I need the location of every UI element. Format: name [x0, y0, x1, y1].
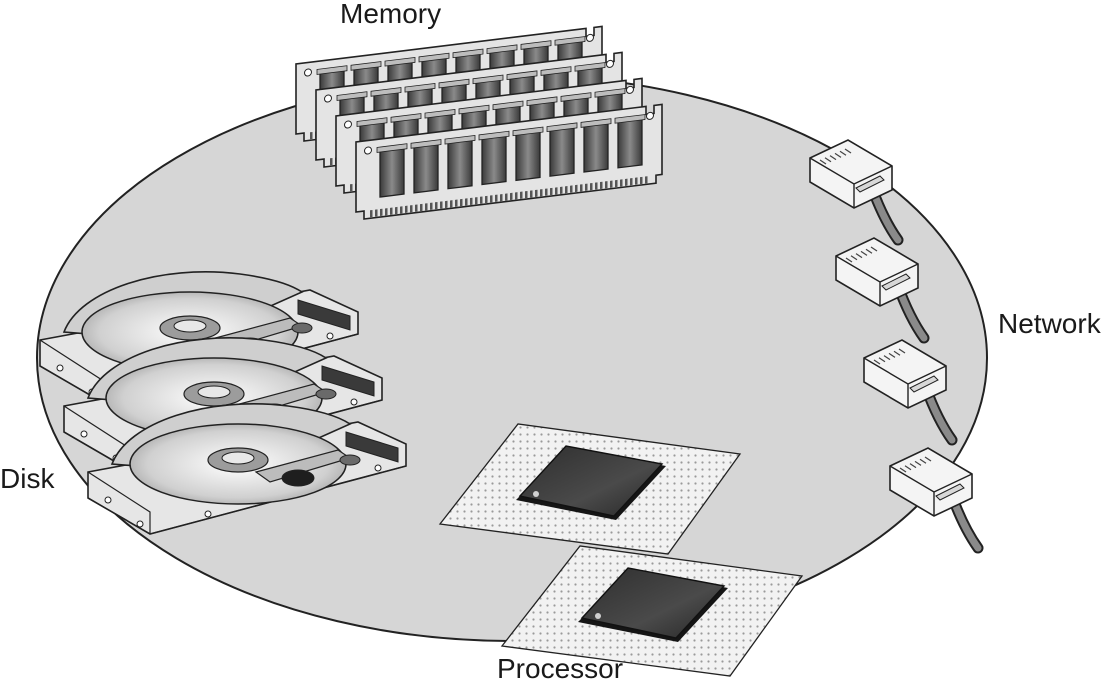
memory-label: Memory: [340, 0, 442, 29]
memory-modules: [295, 25, 663, 220]
disk-label: Disk: [0, 463, 55, 494]
network-connector: [863, 339, 958, 446]
memory-module: [355, 103, 663, 220]
processor-label: Processor: [497, 653, 624, 684]
network-connectors: [809, 139, 984, 554]
network-connector: [889, 447, 984, 554]
network-connector: [835, 237, 930, 344]
network-connector: [809, 139, 904, 246]
network-label: Network: [998, 308, 1101, 339]
processor-chip: [438, 423, 742, 555]
disk-drive: [87, 403, 407, 535]
processor-chip: [500, 545, 804, 677]
disk-drives: [39, 271, 407, 535]
memory-pins: [370, 176, 648, 218]
processor-chips: [438, 423, 804, 677]
